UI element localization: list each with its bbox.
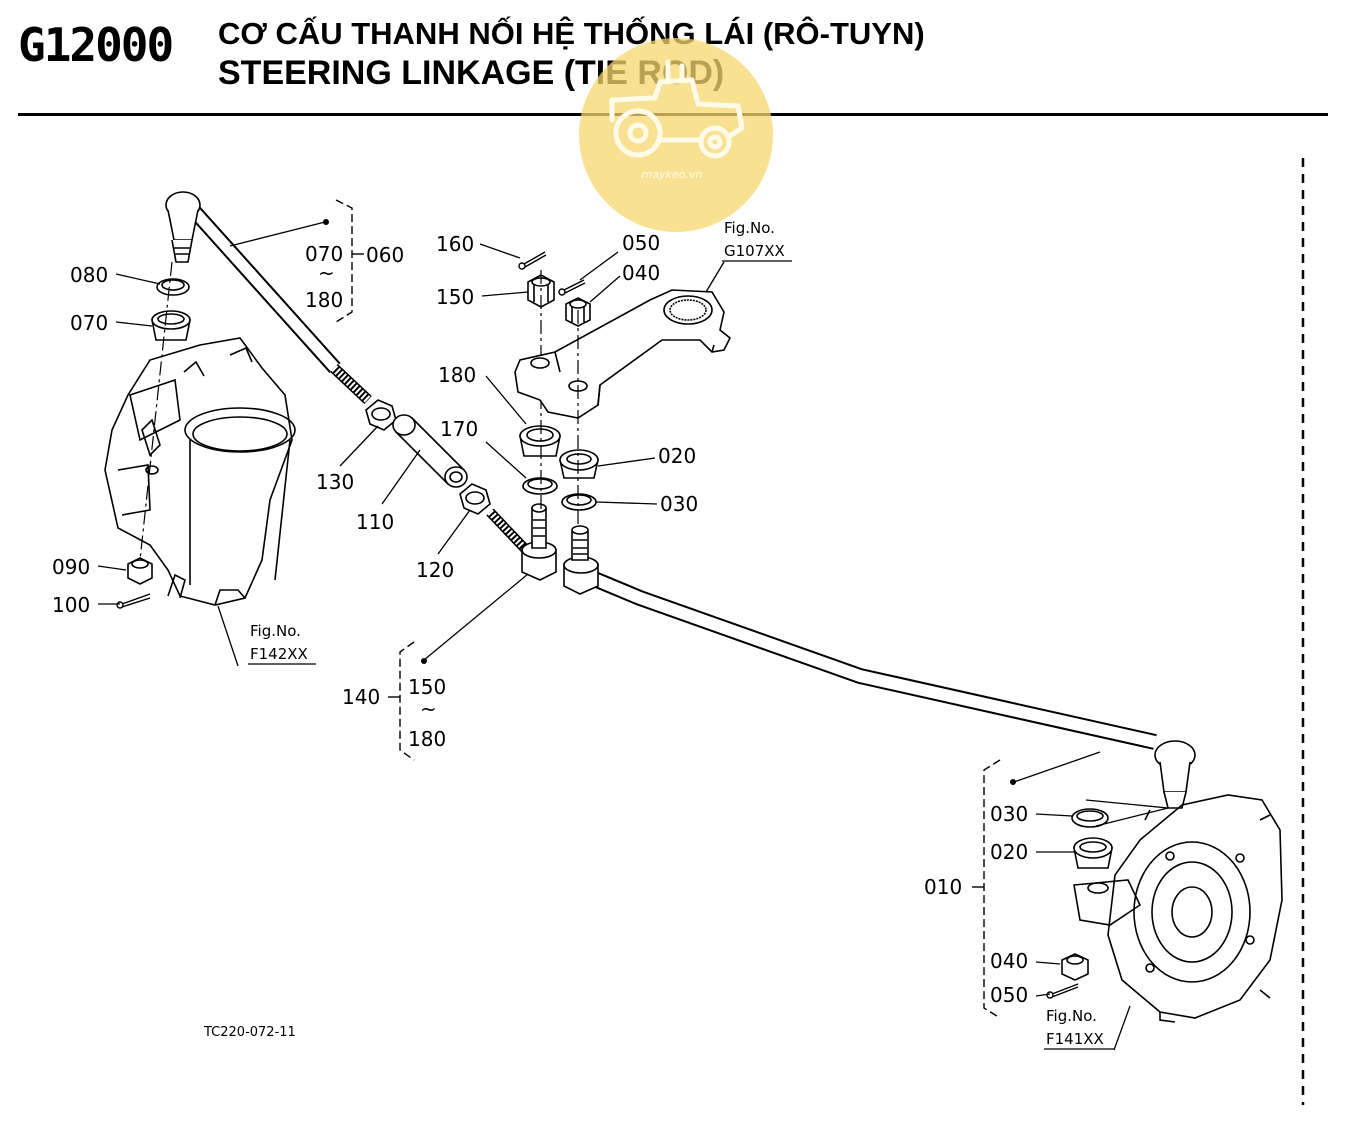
label-part-010: 010 <box>924 875 962 899</box>
part-020-boot-right <box>1073 837 1113 869</box>
leader-lines <box>97 221 1169 1051</box>
bracket-140 <box>399 641 415 761</box>
left-tie-rod-end <box>165 191 372 405</box>
part-110-sleeve <box>392 414 468 488</box>
fig-ref-f141-number: F141XX <box>1046 1030 1104 1048</box>
drawing-code: TC220-072-11 <box>203 1025 296 1040</box>
part-120-locknut <box>459 483 491 515</box>
pitman-arm <box>514 289 732 419</box>
label-part-030: 030 <box>660 492 698 516</box>
label-part-070: 070 <box>70 311 108 335</box>
part-140-ball-joint <box>486 503 557 581</box>
fig-ref-g107-number: G107XX <box>724 242 785 260</box>
figure-code: G12000 <box>18 18 174 72</box>
part-100-cotter-pin <box>116 593 151 609</box>
label-part-130: 130 <box>316 470 354 494</box>
fig-ref-f142-number: F142XX <box>250 645 308 663</box>
label-part-180: 180 <box>438 363 476 387</box>
label-part-080: 080 <box>70 263 108 287</box>
label-part-170: 170 <box>440 417 478 441</box>
watermark-logo: maykeo.vn <box>579 38 773 232</box>
leader-dots <box>323 219 1016 785</box>
part-050-cotter-pin-right <box>1046 983 1079 999</box>
part-130-locknut <box>365 399 397 431</box>
label-part-120: 120 <box>416 558 454 582</box>
label-part-050: 050 <box>622 231 660 255</box>
label-part-060: 060 <box>366 243 404 267</box>
label-part-020-right: 020 <box>990 840 1028 864</box>
part-160-cotter-pin <box>518 251 547 270</box>
part-090-nut <box>127 557 153 585</box>
label-part-090: 090 <box>52 555 90 579</box>
label-140-range-tilde: ~ <box>420 697 437 721</box>
label-part-050-right: 050 <box>990 983 1028 1007</box>
fig-ref-f142-label: Fig.No. <box>250 622 301 640</box>
watermark-text: maykeo.vn <box>642 168 703 181</box>
left-knuckle-housing <box>104 337 296 606</box>
label-060-range-from: 070 <box>305 242 343 266</box>
label-part-020: 020 <box>658 444 696 468</box>
part-030-seal-right <box>1071 808 1109 828</box>
part-180-boot <box>519 425 561 457</box>
fig-ref-f141-label: Fig.No. <box>1046 1007 1097 1025</box>
tie-rod-010 <box>563 525 1196 809</box>
part-030-seal <box>561 493 597 511</box>
label-part-040-right: 040 <box>990 949 1028 973</box>
fig-ref-g107-label: Fig.No. <box>724 219 775 237</box>
label-part-100: 100 <box>52 593 90 617</box>
part-020-boot <box>559 449 599 479</box>
label-part-110: 110 <box>356 510 394 534</box>
label-140-range-to: 180 <box>408 727 446 751</box>
right-knuckle-housing <box>1073 794 1283 1023</box>
label-060-range-to: 180 <box>305 288 343 312</box>
part-040-nut-right <box>1061 953 1089 981</box>
label-part-150: 150 <box>436 285 474 309</box>
label-part-030-right: 030 <box>990 802 1028 826</box>
axis-left-joint <box>139 261 173 561</box>
label-part-140: 140 <box>342 685 380 709</box>
label-060-range-tilde: ~ <box>318 261 335 285</box>
label-140-range-from: 150 <box>408 675 446 699</box>
part-050-cotter-pin <box>558 279 586 296</box>
bracket-010 <box>983 759 1001 1019</box>
label-part-040: 040 <box>622 261 660 285</box>
part-080-seal <box>156 278 190 296</box>
label-part-160: 160 <box>436 232 474 256</box>
part-070-boot <box>151 310 191 341</box>
title-vietnamese: CƠ CẤU THANH NỐI HỆ THỐNG LÁI (RÔ-TUYN) <box>218 16 925 51</box>
part-170-seal <box>522 477 558 495</box>
